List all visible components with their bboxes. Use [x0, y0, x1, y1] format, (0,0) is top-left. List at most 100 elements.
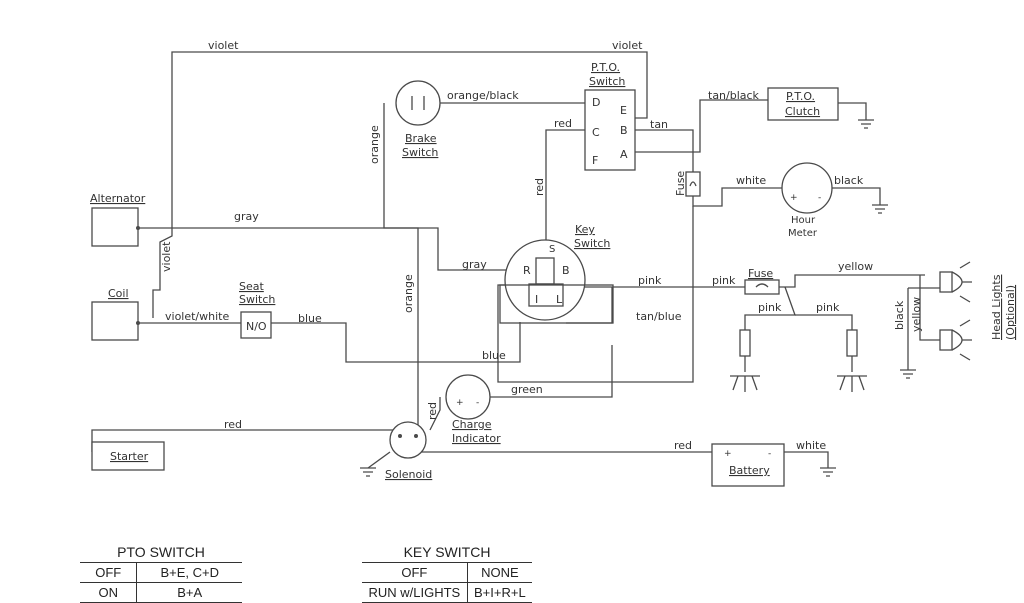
- charge-label-1: Charge: [452, 418, 492, 431]
- fuse-upper-label: Fuse: [674, 171, 687, 196]
- pto-row1-connection: B+E, C+D: [136, 562, 242, 583]
- brake-switch-label-1: Brake: [405, 132, 437, 145]
- key-switch-label-1: Key: [575, 223, 595, 236]
- key-term-s: S: [549, 244, 555, 255]
- wire-label-violet-vertical: violet: [160, 241, 173, 272]
- head-lights-label-2: (Optional): [1004, 285, 1017, 340]
- wire-label-tan-blue: tan/blue: [636, 310, 682, 323]
- head-lights-label-1: Head Lights: [990, 274, 1003, 340]
- pto-switch-label-1: P.T.O.: [591, 61, 620, 74]
- wire-label-gray-upper: gray: [234, 210, 259, 223]
- wire-label-violet-left: violet: [208, 39, 239, 52]
- solenoid-label: Solenoid: [385, 468, 432, 481]
- table-row: RUN w/LIGHTS B+I+R+L: [362, 582, 532, 603]
- key-term-i: I: [535, 293, 538, 306]
- pto-table-title: PTO SWITCH: [117, 544, 205, 560]
- wire-label-pink-key: pink: [638, 274, 662, 287]
- pto-row1-state: OFF: [80, 562, 138, 583]
- wire-label-red-vertical: red: [533, 178, 546, 196]
- svg-text:-: -: [476, 398, 479, 408]
- head-lights: Head Lights (Optional): [939, 261, 1017, 361]
- wire-label-gray-lower: gray: [462, 258, 487, 271]
- seat-switch: N/O Seat Switch: [239, 280, 275, 339]
- key-row1-connection: NONE: [467, 562, 532, 583]
- pto-term-b: B: [620, 124, 628, 137]
- svg-text:-: -: [818, 193, 821, 203]
- wire-label-orange-lower: orange: [402, 274, 415, 313]
- alternator-label: Alternator: [90, 192, 146, 205]
- wire-label-red-starter: red: [224, 418, 242, 431]
- solenoid: Solenoid: [367, 421, 432, 481]
- seat-switch-label-1: Seat: [239, 280, 264, 293]
- fuse-lower-label: Fuse: [748, 267, 773, 280]
- coil: Coil: [91, 287, 140, 341]
- pto-clutch-label-1: P.T.O.: [786, 90, 815, 103]
- pto-row2-connection: B+A: [136, 582, 242, 603]
- alternator: Alternator: [90, 192, 146, 247]
- key-term-b: B: [562, 264, 570, 277]
- hour-meter-label-2: Meter: [788, 228, 818, 239]
- brake-switch-label-2: Switch: [402, 146, 438, 159]
- wire-label-white-hour: white: [736, 174, 766, 187]
- svg-text:+: +: [790, 193, 798, 203]
- svg-text:-: -: [768, 449, 771, 459]
- pto-switch-label-2: Switch: [589, 75, 625, 88]
- wire-label-yellow-vert: yellow: [910, 297, 923, 332]
- table-row: OFF B+E, C+D: [80, 562, 242, 583]
- wire-labels: violet violet violet gray gray violet/wh…: [160, 39, 923, 452]
- pto-term-d: D: [592, 96, 600, 109]
- lamp-left: [730, 329, 760, 392]
- svg-text:+: +: [724, 449, 732, 459]
- key-switch-label-2: Switch: [574, 237, 610, 250]
- coil-label: Coil: [108, 287, 129, 300]
- brake-switch: Brake Switch: [395, 80, 441, 159]
- svg-text:+: +: [456, 398, 464, 408]
- fuse-lower: Fuse: [744, 267, 780, 295]
- wire-label-violet-right: violet: [612, 39, 643, 52]
- key-table-title: KEY SWITCH: [403, 544, 491, 560]
- key-switch-table: KEY SWITCH OFF NONE RUN w/LIGHTS B+I+R+L: [362, 544, 532, 603]
- hour-meter-label-1: Hour: [791, 215, 816, 226]
- key-row1-state: OFF: [362, 562, 468, 583]
- key-row2-connection: B+I+R+L: [467, 582, 532, 603]
- wire-label-orange-black: orange/black: [447, 89, 519, 102]
- seat-switch-label-2: Switch: [239, 293, 275, 306]
- wire-label-pink-lamp2: pink: [816, 301, 840, 314]
- pto-term-a: A: [620, 148, 628, 161]
- table-row: OFF NONE: [362, 562, 532, 583]
- pto-switch: D E C B F A P.T.O. Switch: [584, 61, 636, 171]
- wire-label-violet-white: violet/white: [165, 310, 229, 323]
- wire-label-tan: tan: [650, 118, 668, 131]
- wire-label-blue-left: blue: [298, 312, 322, 325]
- lamp-right: [837, 329, 867, 392]
- seat-switch-state: N/O: [246, 320, 267, 333]
- wire-label-red-battery: red: [674, 439, 692, 452]
- pto-term-e: E: [620, 104, 627, 117]
- table-row: ON B+A: [80, 582, 242, 603]
- hour-meter: + - Hour Meter: [781, 162, 833, 239]
- charge-label-2: Indicator: [452, 432, 501, 445]
- wire-label-pink-lamp1: pink: [758, 301, 782, 314]
- starter: Starter: [91, 441, 165, 471]
- wire-label-white-battery: white: [796, 439, 826, 452]
- wire-label-blue-lower: blue: [482, 349, 506, 362]
- key-term-r: R: [523, 264, 531, 277]
- pto-term-c: C: [592, 126, 600, 139]
- battery: + - Battery: [711, 443, 785, 487]
- wire-label-black-hour: black: [834, 174, 864, 187]
- wire-label-orange-upper: orange: [368, 125, 381, 164]
- starter-label: Starter: [110, 450, 149, 463]
- key-row2-state: RUN w/LIGHTS: [362, 582, 468, 603]
- fuse-upper: Fuse: [674, 171, 701, 197]
- pto-switch-table: PTO SWITCH OFF B+E, C+D ON B+A: [80, 544, 242, 603]
- pto-term-f: F: [592, 154, 598, 167]
- pto-clutch-label-2: Clutch: [785, 105, 820, 118]
- charge-indicator: + - Charge Indicator: [445, 374, 501, 445]
- ground-symbols: [360, 119, 916, 477]
- wire-label-tan-black: tan/black: [708, 89, 760, 102]
- battery-label: Battery: [729, 464, 770, 477]
- pto-clutch: P.T.O. Clutch: [767, 87, 839, 121]
- wire-label-red-solenoid: red: [426, 402, 439, 420]
- wire-label-pink-fuse: pink: [712, 274, 736, 287]
